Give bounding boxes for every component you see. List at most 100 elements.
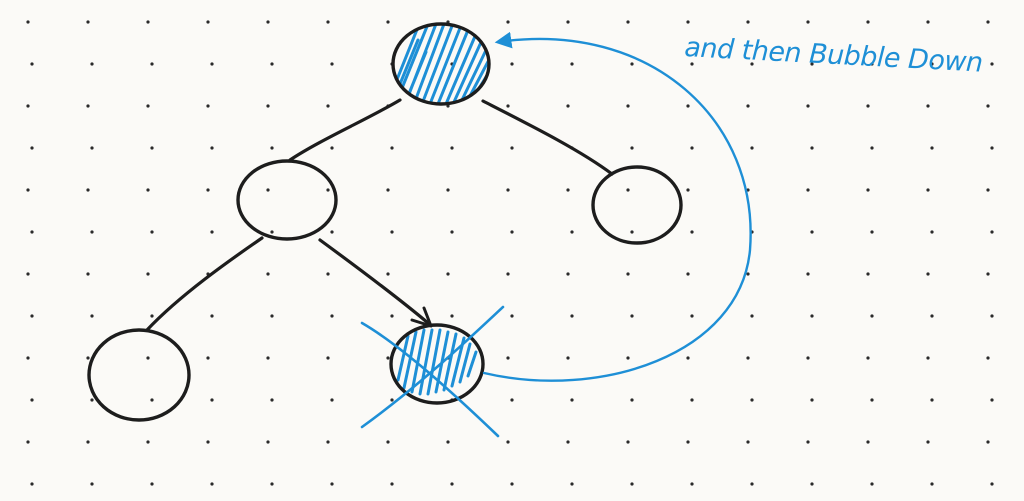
grid-dot xyxy=(750,398,754,402)
grid-dot xyxy=(90,314,94,318)
node-left-right-grandchild xyxy=(389,323,485,405)
grid-dot xyxy=(30,230,34,234)
grid-dot xyxy=(570,482,574,486)
grid-dot xyxy=(86,20,90,24)
grid-dot xyxy=(510,230,514,234)
grid-dot xyxy=(210,230,214,234)
grandchild-hatching xyxy=(396,328,478,396)
grid-dot xyxy=(386,188,390,192)
grid-dot xyxy=(30,482,34,486)
grid-dot xyxy=(810,230,814,234)
grid-dot xyxy=(686,272,690,276)
grid-dot xyxy=(806,440,810,444)
grid-dot xyxy=(570,230,574,234)
grid-dot xyxy=(630,314,634,318)
grid-dot xyxy=(686,356,690,360)
grid-dot xyxy=(506,356,510,360)
grid-dot xyxy=(566,272,570,276)
grid-dot xyxy=(926,104,930,108)
grid-dot xyxy=(446,272,450,276)
grid-dot xyxy=(686,104,690,108)
grid-dot xyxy=(150,314,154,318)
grid-dot xyxy=(986,188,990,192)
edge-root-to-right-child xyxy=(481,99,614,176)
grid-dot xyxy=(866,188,870,192)
grid-dot xyxy=(630,398,634,402)
grid-dot xyxy=(810,146,814,150)
grid-dot xyxy=(690,482,694,486)
grid-dot xyxy=(990,146,994,150)
grid-dot xyxy=(390,482,394,486)
grid-dot xyxy=(806,272,810,276)
grid-dot xyxy=(90,398,94,402)
grid-dot xyxy=(510,482,514,486)
grid-dot xyxy=(930,482,934,486)
grid-dot xyxy=(626,356,630,360)
grid-dot xyxy=(86,188,90,192)
grid-dot xyxy=(570,398,574,402)
grid-dot xyxy=(930,146,934,150)
grid-dot xyxy=(626,440,630,444)
grid-dot xyxy=(930,314,934,318)
grid-dot xyxy=(150,398,154,402)
grid-dot xyxy=(630,482,634,486)
grid-dot xyxy=(146,440,150,444)
grid-dot xyxy=(690,398,694,402)
grid-dot xyxy=(686,188,690,192)
grid-dot xyxy=(806,104,810,108)
grid-dot xyxy=(566,440,570,444)
grid-dot xyxy=(690,62,694,66)
grid-dot xyxy=(90,62,94,66)
grid-dot xyxy=(750,146,754,150)
grid-dot xyxy=(30,146,34,150)
grid-dot xyxy=(30,398,34,402)
grid-dot xyxy=(26,440,30,444)
grid-dot xyxy=(866,20,870,24)
grid-dot xyxy=(86,356,90,360)
grid-dot xyxy=(506,440,510,444)
grid-dot xyxy=(810,62,814,66)
grid-dot xyxy=(506,272,510,276)
grid-dot xyxy=(746,272,750,276)
grid-dot xyxy=(266,272,270,276)
grid-dot xyxy=(930,230,934,234)
grid-dot xyxy=(990,62,994,66)
grid-dot xyxy=(806,356,810,360)
grid-dot xyxy=(90,146,94,150)
grid-dot xyxy=(150,146,154,150)
grid-dot xyxy=(146,272,150,276)
grid-dot xyxy=(630,62,634,66)
grid-dot xyxy=(570,62,574,66)
grid-dot xyxy=(86,104,90,108)
grid-dot xyxy=(870,482,874,486)
grid-dot xyxy=(630,230,634,234)
root-hatching xyxy=(393,24,489,104)
grid-dot xyxy=(270,62,274,66)
grid-dot xyxy=(26,104,30,108)
grid-dot xyxy=(270,482,274,486)
grid-dot xyxy=(986,20,990,24)
grid-dot xyxy=(266,104,270,108)
grid-dot xyxy=(870,398,874,402)
node-left-left-grandchild xyxy=(87,328,191,422)
grid-dot xyxy=(326,440,330,444)
grid-dot xyxy=(990,314,994,318)
grid-dot xyxy=(926,356,930,360)
grid-dot xyxy=(210,398,214,402)
grid-dot xyxy=(570,314,574,318)
grid-dot xyxy=(330,482,334,486)
grid-dot xyxy=(990,482,994,486)
grid-dot xyxy=(690,314,694,318)
grid-dot xyxy=(870,230,874,234)
grid-dot xyxy=(750,482,754,486)
grid-dot xyxy=(90,230,94,234)
grid-dot xyxy=(206,356,210,360)
grid-dot xyxy=(270,230,274,234)
grid-dot xyxy=(690,230,694,234)
grid-dot xyxy=(930,62,934,66)
grid-dot xyxy=(566,188,570,192)
grid-dot xyxy=(326,20,330,24)
grid-dot xyxy=(450,230,454,234)
grid-dot xyxy=(390,146,394,150)
grid-dot xyxy=(266,356,270,360)
